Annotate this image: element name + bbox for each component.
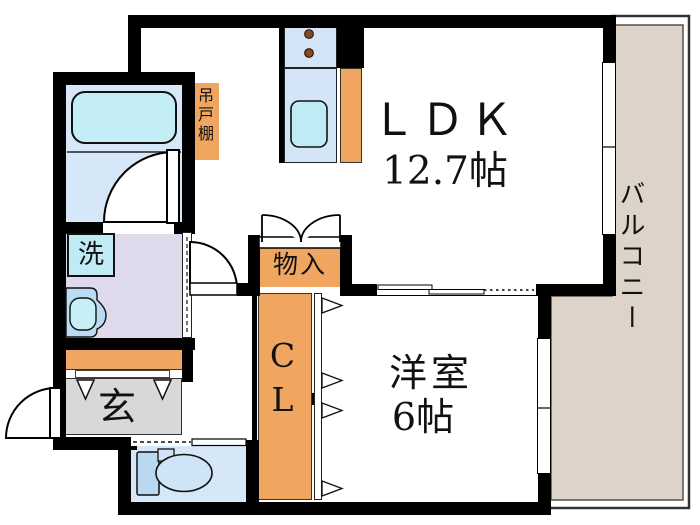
- balcony-floor: [550, 24, 684, 501]
- entrance-label: 玄: [98, 385, 137, 429]
- hallway-ldk-door-leaf: [189, 282, 238, 296]
- closet-door-arrow-4: [321, 480, 344, 497]
- wall-kitchen-edge: [279, 15, 284, 163]
- hallway-ldk-door-arc: [189, 240, 239, 290]
- wall-bath-lavatory-right: [174, 222, 195, 234]
- bathroom-door-arc: [102, 150, 175, 223]
- washer-label: 洗: [77, 240, 104, 270]
- wall-kitchen-column: [337, 15, 364, 68]
- wall-top: [128, 15, 612, 28]
- kitchen-sink: [290, 100, 328, 148]
- wall-bath-lavatory-left: [53, 222, 103, 234]
- wall-hall-door-jamb: [237, 283, 248, 296]
- bathroom-door-leaf: [166, 149, 180, 224]
- wall-western-right-upper: [538, 284, 551, 340]
- wall-entrance-stub: [182, 338, 193, 382]
- wall-ldk-right-upper: [603, 15, 616, 62]
- entrance-step-mark-1: [75, 379, 96, 401]
- western-balcony-window: [537, 338, 551, 474]
- wall-western-right-lower: [538, 474, 551, 515]
- balcony-label: バルコニー: [615, 180, 645, 335]
- entrance-door-leaf: [49, 387, 62, 439]
- closet-door-arrow-1: [321, 297, 344, 314]
- kitchen-side-cabinet: [340, 68, 362, 163]
- storage-label: 物入: [272, 250, 327, 279]
- toilet-door-opening: [131, 437, 246, 446]
- stove-burner-2: [304, 48, 314, 58]
- wash-basin-bowl: [69, 297, 97, 331]
- closet-label: CL: [263, 336, 302, 424]
- wall-bathroom-top: [53, 72, 195, 85]
- washing-machine: 洗: [67, 233, 115, 277]
- wall-toilet-left: [118, 443, 131, 515]
- wall-closet-left: [252, 293, 257, 445]
- western-room-label: 洋室: [388, 351, 473, 395]
- ldk-balcony-window: [602, 62, 616, 235]
- bathtub: [71, 91, 177, 144]
- western-room-size: 6帖: [391, 395, 455, 439]
- closet-floor: [258, 293, 312, 500]
- hanging-cupboard: [192, 83, 219, 160]
- wall-bathroom-right: [182, 72, 195, 234]
- toilet-door-panel: [191, 438, 247, 447]
- wall-entrance-bottom: [53, 437, 137, 450]
- storage-door-arc-right: [300, 214, 341, 243]
- closet-door-arrow-2: [321, 372, 344, 389]
- entrance-door-arc: [4, 386, 57, 439]
- storage-closet-floor: [260, 247, 340, 287]
- wall-storage-right: [340, 235, 352, 296]
- balcony-railing: [549, 14, 691, 510]
- entrance-step: [75, 370, 170, 378]
- toilet-bowl: [155, 453, 213, 493]
- wall-storage-left: [248, 235, 260, 296]
- wall-toilet-right: [246, 440, 259, 502]
- hanging-cupboard-label: 吊戸棚: [195, 87, 214, 144]
- wall-lavatory-bottom: [53, 338, 195, 350]
- wall-topleft-connector: [128, 15, 141, 80]
- sliding-panel-1: [377, 284, 433, 290]
- entrance-step-mark-2: [152, 379, 173, 401]
- stove-burner-1: [304, 29, 314, 39]
- wall-ldk-right-lower: [603, 235, 616, 296]
- closet-folding-door: [314, 293, 322, 500]
- storage-door-arc-left: [261, 214, 302, 243]
- sliding-panel-2: [428, 289, 485, 295]
- ldk-room-size: 12.7帖: [382, 149, 508, 194]
- wall-left-outer: [53, 72, 66, 450]
- closet-door-arrow-3: [321, 402, 344, 419]
- wall-bottom: [118, 502, 551, 515]
- ldk-room-label: ＬＤＫ: [371, 95, 519, 146]
